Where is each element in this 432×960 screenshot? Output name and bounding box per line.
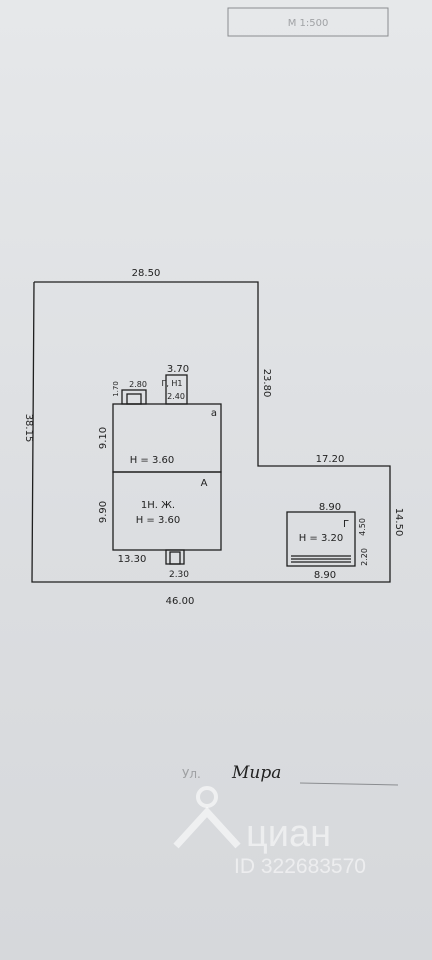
dim-garage-side-b: 2.20 xyxy=(360,548,369,566)
house-lower-label-1: 1Н. Ж. xyxy=(141,500,175,511)
dim-house-upper: 9.10 xyxy=(98,427,109,449)
house-lower-letter: А xyxy=(201,478,208,489)
scale-stamp-text: М 1:500 xyxy=(288,18,329,29)
dim-top-width: 28.50 xyxy=(132,268,161,279)
dim-porch-bottom: 2.30 xyxy=(169,570,189,580)
dim-porch-left-w: 2.80 xyxy=(129,380,147,389)
street-name: Мира xyxy=(231,763,281,783)
annex-top xyxy=(165,374,188,405)
porch-top-left-inner xyxy=(126,393,142,405)
cian-watermark: циан ID 322683570 xyxy=(173,786,366,878)
watermark-id: ID 322683570 xyxy=(234,855,366,878)
dim-left-height: 38.15 xyxy=(23,414,34,443)
garage-letter: Г xyxy=(343,519,349,530)
dim-house-lower: 9.90 xyxy=(98,501,109,523)
dim-bottom-width: 46.00 xyxy=(166,596,195,607)
street-line xyxy=(299,782,399,786)
dim-annex-width: 3.70 xyxy=(167,364,189,375)
porch-bottom-inner xyxy=(169,551,181,565)
porch-top-left xyxy=(121,389,147,405)
house-upper-letter: а xyxy=(211,408,217,419)
watermark-pin-icon xyxy=(196,786,218,808)
dim-right-height: 14.50 xyxy=(393,508,404,537)
street-prefix: Ул. xyxy=(182,767,201,781)
dim-garage-bottom: 8.90 xyxy=(314,570,336,581)
dim-right-drop: 23.80 xyxy=(261,369,272,398)
house-upper-height-label: H = 3.60 xyxy=(130,455,175,466)
dim-step-width: 17.20 xyxy=(316,454,345,465)
dim-annex-depth: 2.40 xyxy=(167,392,185,401)
garage-height-label: H = 3.20 xyxy=(299,533,344,544)
dim-garage-top: 8.90 xyxy=(319,502,341,513)
dim-house-bottom: 13.30 xyxy=(118,554,147,565)
house-lower-label-2: H = 3.60 xyxy=(136,515,181,526)
annex-label: Г, Н1 xyxy=(161,379,182,388)
garage-outline xyxy=(286,511,356,567)
scale-stamp-frame xyxy=(227,7,389,37)
lot-boundary xyxy=(31,281,391,583)
watermark-brand: циан xyxy=(246,813,331,855)
dim-porch-left-d: 1.70 xyxy=(112,381,120,397)
watermark-roof-icon xyxy=(173,806,241,849)
dim-garage-side-a: 4.50 xyxy=(358,518,367,536)
